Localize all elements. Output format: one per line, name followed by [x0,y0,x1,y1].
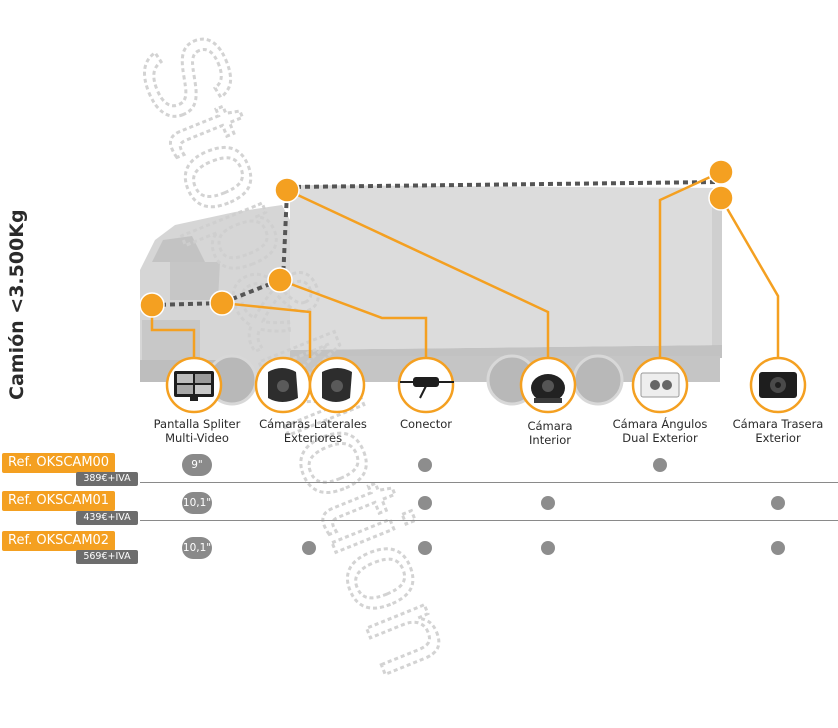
product-label-line: Cámaras Laterales [259,417,367,431]
included-dot [418,496,432,510]
included-dot [541,541,555,555]
kit-reference: Ref. OKSCAM01 [2,491,116,511]
location-markers [139,159,734,318]
screen-size-badge: 9" [182,454,212,476]
dome-camera-icon [531,374,565,403]
vehicle-category-title: Camión <3.500Kg [6,209,28,400]
kit-price: 389€+IVA [76,472,138,486]
product-label-line: Cámara [527,419,573,433]
product-label-rear-camera: Cámara Trasera Exterior [723,417,833,445]
cable-run [151,180,721,307]
product-label-connector: Conector [371,417,481,431]
included-dot [771,496,785,510]
dual-camera-icon [640,372,680,398]
connector-lines [150,170,780,362]
included-dot [541,496,555,510]
row-divider [140,520,838,521]
product-label-dual-camera: Cámara Ángulos Dual Exterior [605,417,715,445]
product-label-display: Pantalla Spliter Multi-Video [142,417,252,445]
product-label-line: Dual Exterior [622,431,698,445]
cab-side-window [170,262,220,300]
side-camera-icon-left [268,368,298,402]
rear-camera-icon [759,372,797,398]
side-camera-icon-right [322,368,352,402]
kit-price: 439€+IVA [76,511,138,525]
monitor-icon [174,371,214,401]
row-divider [140,482,838,483]
screen-size-badge: 10,1" [182,537,212,559]
included-dot [653,458,667,472]
included-dot [771,541,785,555]
included-dot [418,458,432,472]
product-label-line: Multi-Video [165,431,229,445]
product-label-side-cameras: Cámaras Laterales Exteriores [252,417,374,445]
cargo-box-side [712,188,722,347]
product-label-interior-camera: Cámara Interior [495,419,605,447]
product-label-line: Cámara Trasera [732,417,824,431]
included-dot [302,541,316,555]
included-dot [418,541,432,555]
cab-grille [142,320,200,360]
kit-price: 569€+IVA [76,550,138,564]
product-label-line: Conector [399,417,453,431]
product-label-line: Cámara Ángulos [612,417,708,431]
kit-reference: Ref. OKSCAM02 [2,531,116,551]
product-label-line: Exterior [755,431,801,445]
product-label-line: Pantalla Spliter [153,417,241,431]
kit-reference: Ref. OKSCAM00 [2,453,116,473]
product-label-line: Exteriores [283,431,343,445]
screen-size-badge: 10,1" [182,492,212,514]
cargo-box [290,185,722,350]
cab-windshield [152,236,205,262]
connector-icon [400,377,454,399]
product-label-line: Interior [529,433,571,447]
